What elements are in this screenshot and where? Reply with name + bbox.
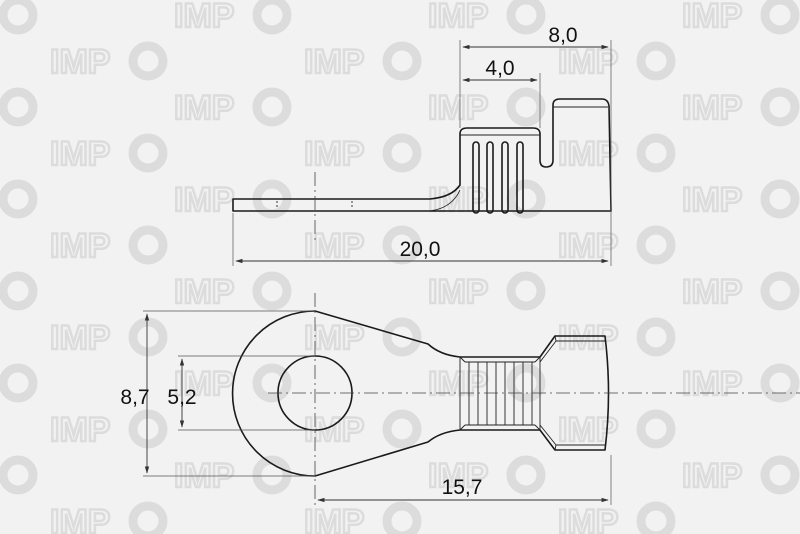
watermark-text: IMP (558, 43, 618, 81)
watermark-text: IMP (558, 503, 618, 534)
watermark-logo-icon (506, 0, 546, 35)
watermark-text: IMP (50, 319, 110, 357)
watermark-text: IMP (304, 227, 364, 265)
watermark-text: IMP (682, 0, 742, 35)
watermark-text: IMP (428, 365, 488, 403)
watermark-logo-icon (128, 501, 168, 534)
watermark-logo-icon (128, 317, 168, 357)
watermark-logo-icon (506, 87, 546, 127)
watermark-text: IMP (428, 273, 488, 311)
watermark-logo-icon (382, 41, 422, 81)
watermark-logo-icon (128, 41, 168, 81)
dim-label-ring-diameter: 8,7 (120, 386, 149, 409)
watermark-text: IMP (50, 503, 110, 534)
watermark-logo-icon (506, 271, 546, 311)
watermark-logo-icon (760, 271, 800, 311)
watermark-logo-icon (0, 363, 38, 403)
watermark-text: IMP (428, 457, 488, 495)
watermark-logo-icon (760, 0, 800, 35)
bend-curve (429, 189, 461, 212)
watermark-logo-icon (382, 133, 422, 173)
dim-label-overall-length: 20,0 (400, 238, 441, 261)
top-view: 20,0 8,0 4,0 (232, 24, 612, 266)
watermark-text: IMP (682, 89, 742, 127)
watermark-logo-icon (0, 179, 38, 219)
crimp-ribs (468, 362, 533, 425)
watermark-logo-icon (636, 501, 676, 534)
watermark-text: IMP (428, 0, 488, 35)
watermark-logo-icon (760, 179, 800, 219)
rib (516, 141, 524, 214)
terminal-side-profile (232, 98, 612, 212)
rib (486, 141, 494, 214)
dim-label-hole-diameter: 5,2 (167, 386, 196, 409)
watermark-logo-icon (252, 271, 292, 311)
watermark-text: IMP (682, 181, 742, 219)
watermark-text: IMP (174, 89, 234, 127)
watermark-logo-icon (252, 455, 292, 495)
watermark-text: IMP (682, 273, 742, 311)
watermark-logo-icon (506, 179, 546, 219)
watermark-text: IMP (174, 181, 234, 219)
watermark-text: IMP (682, 365, 742, 403)
watermark-text: IMP (304, 43, 364, 81)
watermark-logo-icon (382, 317, 422, 357)
watermark-logo-icon (128, 133, 168, 173)
watermark-text: IMP (682, 457, 742, 495)
watermark-logo-icon (760, 87, 800, 127)
watermark-logo-icon (252, 363, 292, 403)
watermark-text: IMP (174, 0, 234, 35)
watermark-text: IMP (428, 89, 488, 127)
watermark-logo-icon (0, 455, 38, 495)
watermark-text: IMP (558, 227, 618, 265)
watermark-logo-icon (760, 455, 800, 495)
watermark-logo-icon (382, 409, 422, 449)
watermark-logo-icon (636, 225, 676, 265)
watermark-logo-icon (506, 363, 546, 403)
watermark-text: IMP (50, 227, 110, 265)
dim-label-crimp-length: 4,0 (485, 57, 514, 80)
watermark-logo-icon (0, 87, 38, 127)
watermark-logo-icon (636, 409, 676, 449)
watermark-text: IMP (174, 273, 234, 311)
watermark-logo-icon (636, 41, 676, 81)
watermark-text: IMP (304, 319, 364, 357)
dim-label-center-to-end: 15,7 (442, 476, 483, 499)
watermark-logo-icon (636, 133, 676, 173)
watermark-logo-icon (636, 317, 676, 357)
bottom-view: 8,7 5,2 15,7 (120, 293, 800, 505)
rib (501, 141, 509, 214)
crimp-ribs (472, 141, 524, 214)
rib (472, 141, 480, 214)
watermark-logo-icon (382, 501, 422, 534)
watermark-logo-icon (760, 363, 800, 403)
watermark-text: IMP (558, 411, 618, 449)
watermark-text: IMP (50, 135, 110, 173)
dim-label-barrel-length: 8,0 (548, 24, 577, 47)
watermark-logo-icon (0, 0, 38, 35)
watermark-logo-icon (128, 409, 168, 449)
watermark-logo-icon (128, 225, 168, 265)
watermark-logo-icon (506, 455, 546, 495)
watermark-logo-icon (0, 271, 38, 311)
watermark-text: IMP (304, 135, 364, 173)
watermark-text: IMP (50, 43, 110, 81)
watermark-logo-icon (252, 87, 292, 127)
watermark-logo-icon (252, 0, 292, 35)
watermark-text: IMP (558, 319, 618, 357)
watermark-text: IMP (50, 411, 110, 449)
watermark-text: IMP (304, 503, 364, 534)
